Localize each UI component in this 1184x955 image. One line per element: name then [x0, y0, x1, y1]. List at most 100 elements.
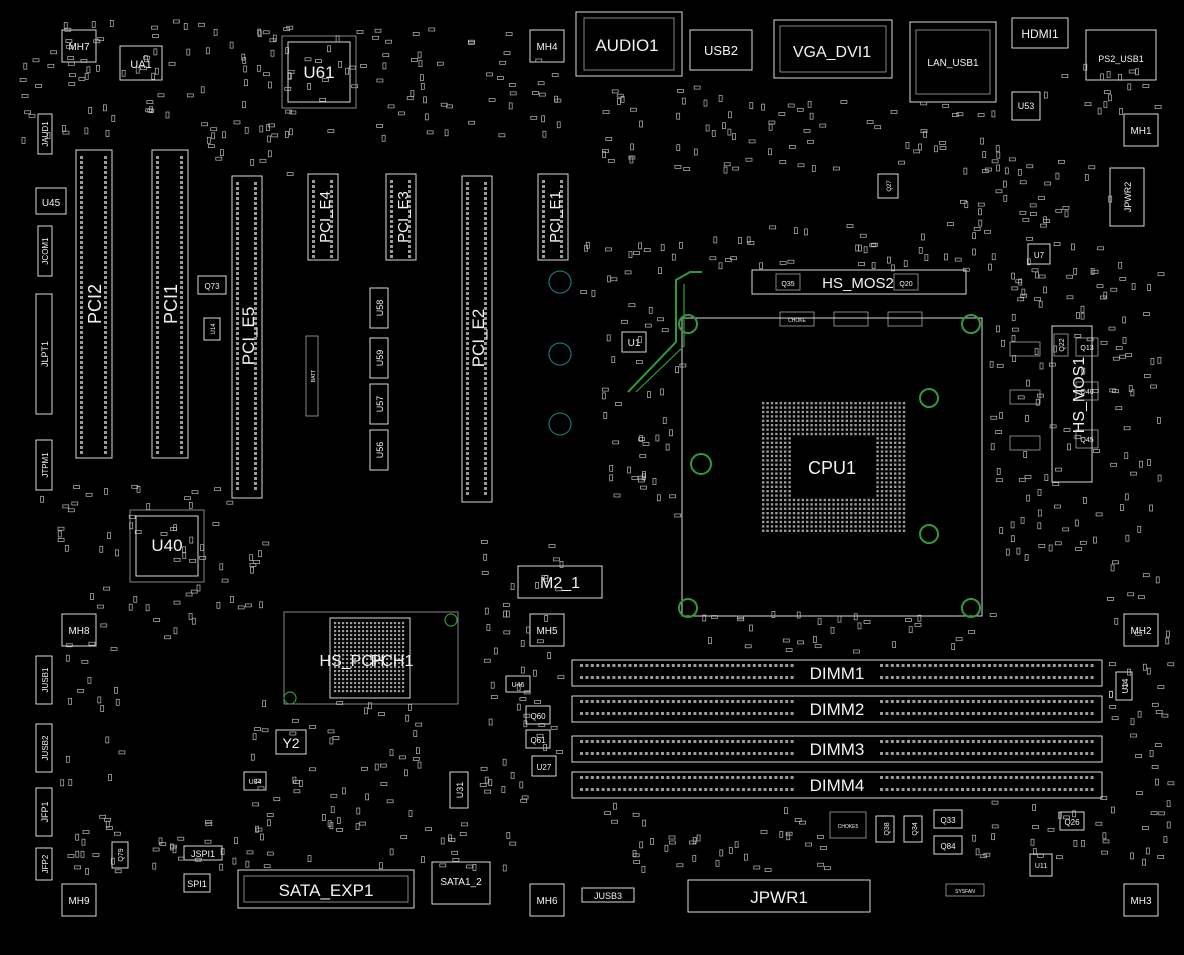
chip-q84-label: Q84 [940, 842, 956, 851]
mounting-hole-label: MH9 [68, 896, 90, 907]
lan-usb-connector: LAN_USB1 [909, 21, 997, 103]
mounting-hole-mh6: MH6 [529, 883, 565, 917]
mounting-hole-mh1: MH1 [1123, 113, 1159, 147]
header-jfp1: JFP1 [35, 787, 53, 837]
mos-heatsink-top: HS_MOS2 Q35 Q20 [751, 269, 967, 295]
chip-u40: U40 [129, 509, 205, 583]
cpu-label: CPU1 [808, 458, 856, 478]
mounting-hole-mh2: MH2 [1123, 613, 1159, 647]
chip-q84: Q84 [933, 835, 963, 855]
chip-q34-label: Q34 [912, 822, 919, 835]
chip-u61-label: U61 [303, 63, 334, 82]
mounting-hole-mh7: MH7 [61, 29, 97, 63]
chip-q35-label: Q35 [781, 281, 794, 288]
usb-rear-label: USB2 [704, 43, 738, 58]
dimm-slot-label: DIMM4 [810, 776, 865, 795]
header-jlpt1: JLPT1 [35, 293, 53, 415]
hdmi-connector: HDMI1 [1011, 17, 1069, 49]
header-jusb2-label: JUSB2 [41, 735, 50, 760]
chip-q33-label: Q33 [940, 816, 956, 825]
crystal-y2-label: Y2 [282, 735, 299, 751]
mos-heatsink-top-label: HS_MOS2 [822, 275, 894, 292]
chip-ua1: UA1 [119, 45, 163, 81]
chip-u53: U53 [1011, 91, 1041, 121]
battery-holder: BATT [305, 335, 319, 417]
mounting-hole-label: MH3 [1130, 896, 1152, 907]
chip-q38-label: Q38 [884, 822, 891, 835]
chip-u1-label: U1 [628, 338, 641, 349]
slot-pcie4: PCI_E4 [307, 173, 339, 261]
slot-pci2-label: PCI2 [85, 284, 105, 324]
vga-dvi-label: VGA_DVI1 [793, 44, 871, 61]
mounting-hole-mh3: MH3 [1123, 883, 1159, 917]
chip-u45-label: U45 [42, 198, 61, 209]
mounting-hole-label: MH4 [536, 42, 558, 53]
chip-u31: U31 [449, 771, 469, 809]
dimm-slot-4: DIMM4 [571, 771, 1103, 799]
header-jcom1: JCOM1 [37, 225, 53, 277]
slot-pcie5-label: PCI_E5 [239, 307, 258, 366]
mos-heatsink-side: HS_MOS1 Q13 Q40 Q45 Q22 [1051, 325, 1099, 483]
slot-pcie3-label: PCI_E3 [395, 191, 412, 243]
m2-slot: M2_1 [517, 565, 603, 599]
slot-pcie1: PCI_E1 [537, 173, 569, 261]
ps2-usb-label: PS2_USB1 [1098, 54, 1144, 64]
chip-u14-label: U14 [211, 323, 217, 335]
chip-u11: U11 [1029, 853, 1053, 877]
audio-connector: AUDIO1 [575, 11, 683, 77]
hdmi-label: HDMI1 [1021, 27, 1059, 41]
chip-q26: Q26 [1059, 811, 1085, 831]
header-jusb3: JUSB3 [581, 887, 635, 903]
crystal-y2: Y2 [275, 729, 307, 755]
slot-pcie4-label: PCI_E4 [317, 191, 334, 243]
chip-q45-label: Q45 [1080, 437, 1093, 444]
chip-q60: Q60 [525, 705, 551, 725]
header-jaud1-label: JAUD1 [41, 121, 50, 147]
atx-power-label: JPWR1 [750, 888, 808, 907]
chip-u14-right-label: U14 [1121, 678, 1130, 693]
sysfan-header: SYSFAN [945, 883, 985, 897]
m2-slot-label: M2_1 [540, 575, 580, 592]
mounting-hole-label: MH7 [68, 42, 90, 53]
chip-q26-label: Q26 [1064, 818, 1080, 827]
header-jpwr2: JPWR2 [1109, 167, 1145, 227]
chip-u46: U46 [505, 675, 531, 693]
chip-u58: U58 [369, 287, 389, 329]
chip-q34: Q34 [903, 815, 923, 843]
chip-q61-label: Q61 [530, 736, 546, 745]
vga-dvi-connector: VGA_DVI1 [773, 19, 893, 79]
mounting-hole-mh4: MH4 [529, 29, 565, 63]
choke-bottom: CHOKE5 [829, 811, 867, 839]
sata-connector: SATA1_2 [431, 861, 491, 905]
passive-components [19, 19, 1175, 875]
audio-connector-label: AUDIO1 [595, 36, 658, 55]
slot-pcie2-label: PCI_E2 [469, 309, 488, 368]
chip-u46-label: U46 [512, 682, 525, 689]
jusb3-label: JUSB3 [594, 891, 622, 901]
pch-heatsink-label: HS_PCH [320, 653, 385, 670]
chip-u14-right: U14 [1115, 671, 1133, 701]
sata-exp-label: SATA_EXP1 [279, 881, 374, 900]
chip-q33: Q33 [933, 809, 963, 829]
chip-u59: U59 [369, 337, 389, 379]
header-jspi1: JSPI1 [183, 845, 223, 861]
choke-bottom-label: CHOKE5 [838, 824, 859, 830]
choke-label: CHOKE [788, 318, 806, 324]
slot-pci1: PCI1 [151, 149, 189, 459]
sysfan-label: SYSFAN [955, 889, 975, 895]
chip-q73: Q73 [197, 275, 227, 295]
chip-q79-label: Q79 [118, 848, 125, 861]
mounting-hole-mh5: MH5 [529, 613, 565, 647]
mounting-hole-mh9: MH9 [61, 883, 97, 917]
dimm-slot-2: DIMM2 [571, 695, 1103, 723]
slot-pci1-label: PCI1 [161, 284, 181, 324]
mounting-hole-label: MH8 [68, 626, 90, 637]
header-jcom1-label: JCOM1 [41, 237, 50, 265]
header-jtpm1-label: JTPM1 [41, 452, 50, 478]
dimm-slot-1: DIMM1 [571, 659, 1103, 687]
chip-q38: Q38 [875, 815, 895, 843]
chip-u53-label: U53 [1018, 101, 1035, 111]
chip-u58-label: U58 [375, 300, 385, 317]
mounting-hole-label: MH5 [536, 626, 558, 637]
